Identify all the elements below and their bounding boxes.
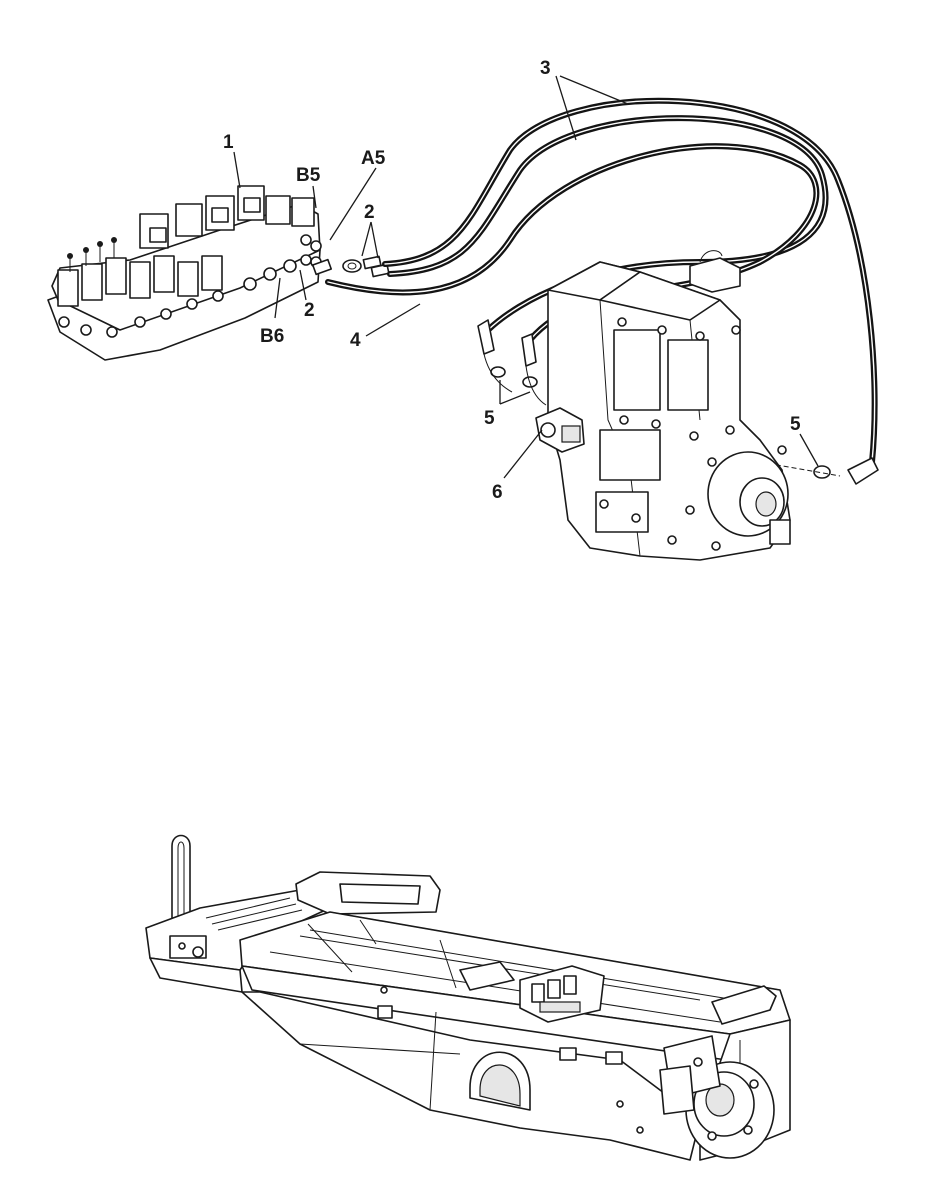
fitting-5-left (477, 319, 547, 406)
callout-1: 1 (223, 132, 234, 153)
callout-b5: B5 (296, 165, 321, 186)
machine-chassis-overview (145, 834, 791, 1161)
callout-5-right: 5 (790, 414, 801, 435)
callout-2-lower: 2 (304, 300, 315, 321)
fitting-5-right (759, 457, 879, 485)
fitting-2 (311, 255, 390, 278)
callout-2-upper: 2 (364, 202, 375, 223)
transmission-gearbox (535, 250, 791, 561)
leader-lines-top (233, 75, 819, 479)
callout-3: 3 (540, 58, 551, 79)
callout-a5: A5 (361, 148, 386, 169)
hose-3-a (382, 97, 878, 465)
callout-4: 4 (350, 330, 361, 351)
control-valve-block (47, 185, 322, 361)
callout-b6: B6 (260, 326, 284, 347)
callout-6: 6 (492, 482, 503, 503)
callout-5-left: 5 (484, 408, 495, 429)
